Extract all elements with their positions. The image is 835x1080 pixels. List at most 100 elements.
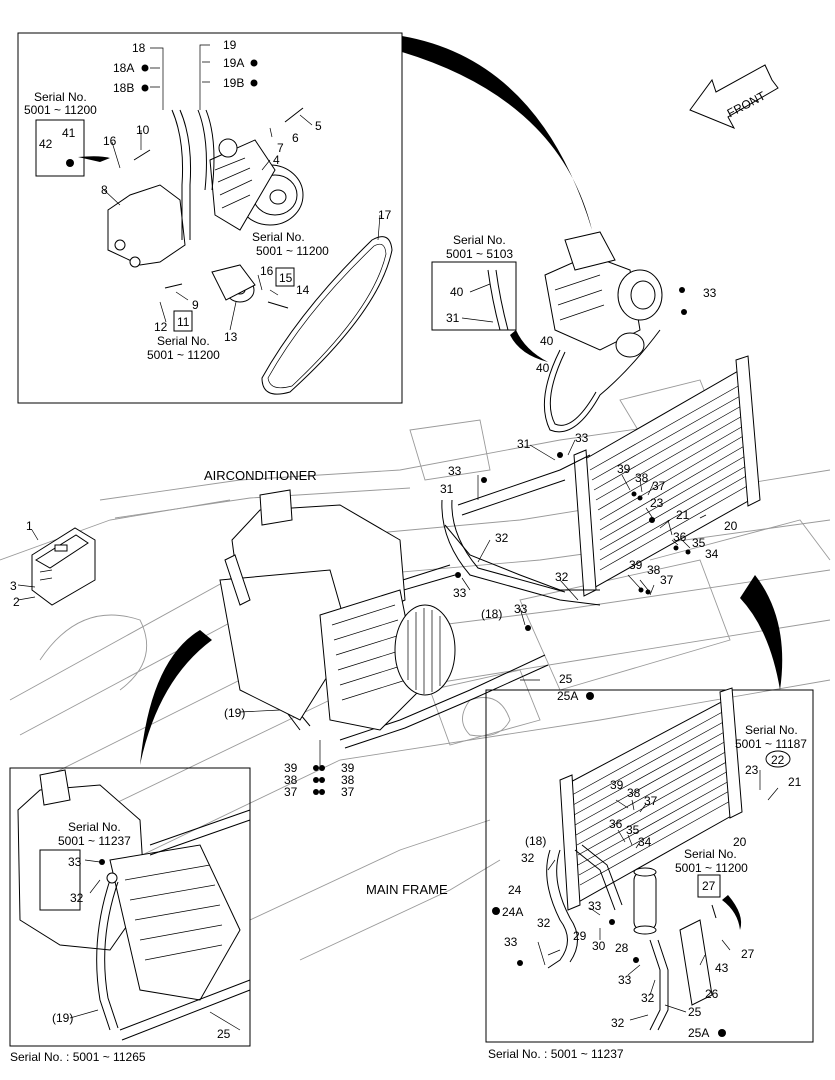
airconditioner-label: AIRCONDITIONER [204,468,317,483]
hose-19 [197,109,207,191]
callout: 14 [296,283,310,297]
callout: 7 [277,141,284,155]
serial-label: Serial No. [157,334,210,348]
serial-range: 5001 ~ 11200 [675,861,748,875]
callout: 37 [341,785,355,799]
labels-static: FRONT AIRCONDITIONER MAIN FRAME Serial N… [10,88,807,1064]
callout: 37 [660,573,674,587]
callout: 1 [26,519,33,533]
condenser-main [573,355,761,597]
callout: 37 [652,479,666,493]
callout: 23 [650,496,664,510]
bolt-5 [284,107,304,123]
callout: 13 [224,330,238,344]
callout: 32 [70,891,84,905]
callout: 40 [536,361,550,375]
callout: (18) [525,834,546,848]
callout: 2 [13,595,20,609]
callouts-main: 40 31 40 40 33 31 33 33 31 39 38 37 23 2… [10,285,738,799]
callout: 40 [450,285,464,299]
serial-box-5103 [431,261,517,331]
fasteners [99,287,691,966]
callout: 34 [705,547,719,561]
hose-18-right [574,849,616,911]
callout: 36 [673,530,687,544]
callout: 25 [559,672,573,686]
serial-range: 5001 ~ 11200 [256,244,329,258]
hose-18 [171,109,184,240]
detail-box-compressor [17,32,403,404]
callout: 42 [39,137,53,151]
callout-box-27 [697,874,721,898]
callout: 19 [223,38,237,52]
callout: 25A [688,1026,709,1040]
callout: 24 [508,883,522,897]
callout: 12 [154,320,168,334]
callout: 27 [741,947,755,961]
serial-label: Serial No. [34,90,87,104]
bolt-9 [164,283,183,289]
hose-31 [457,454,591,506]
callout: 33 [448,464,462,478]
callout: 39 [284,761,298,775]
callout: 11 [177,315,190,329]
callout: 18A [113,61,134,75]
callout: 9 [192,298,199,312]
callout: 5 [315,119,322,133]
callout: 20 [733,835,747,849]
callout: 6 [292,131,299,145]
callout: 37 [284,785,298,799]
callout: 25 [217,1027,231,1041]
hose-19-left [96,879,111,1031]
callout: 18B [113,81,134,95]
callout: 32 [555,570,569,584]
callout: 8 [101,183,108,197]
callout: 33 [618,973,632,987]
callout: 32 [641,991,655,1005]
callout: 38 [284,773,298,787]
callout: 39 [341,761,355,775]
bracket-8 [107,184,186,266]
callouts-topleft: 18 18A 18B 19 19A 19B 5 6 7 4 41 42 16 1… [39,38,392,344]
hose-25 [339,654,546,741]
callout: 38 [341,773,355,787]
callout: 33 [514,602,528,616]
callout: 32 [611,1016,625,1030]
callouts-bottomleft: 33 32 (19) 25 [52,855,231,1041]
serial-range: 5001 ~ 5103 [446,247,513,261]
callout: 27 [702,879,716,893]
callout: 35 [626,823,640,837]
hose-25-left [119,979,251,1041]
aircon-unit [219,489,456,731]
control-panel-1 [17,527,96,606]
callout: 21 [788,775,802,789]
callout: (19) [224,706,245,720]
serial-range: 5001 ~ 11237 [58,834,131,848]
callout: 30 [592,939,606,953]
callout: 19A [223,56,244,70]
callout: 38 [635,471,649,485]
hose-25-right [649,939,661,1031]
receiver-drier-28 [633,867,657,935]
serial-label: Serial No. [453,233,506,247]
callout: 4 [273,153,280,167]
serial-range: 5001 ~ 11187 [735,737,807,751]
serial-label: Serial No. [745,723,798,737]
callout: 34 [638,835,652,849]
detail-box-aircon-left [9,767,251,1047]
main-frame-label: MAIN FRAME [366,882,448,897]
detail-pointer-arc-top [402,36,592,230]
hose-18-main [441,499,601,606]
callout: 33 [453,586,467,600]
callout: 36 [609,817,623,831]
callout: 33 [575,431,589,445]
callout: (19) [52,1011,73,1025]
compressor-detail [209,138,304,231]
callout: 32 [537,916,551,930]
callout: 26 [705,987,719,1001]
aircon-detail-left [17,769,241,1001]
callout: 39 [610,778,624,792]
callout: 23 [745,763,759,777]
callout: 16 [103,134,117,148]
